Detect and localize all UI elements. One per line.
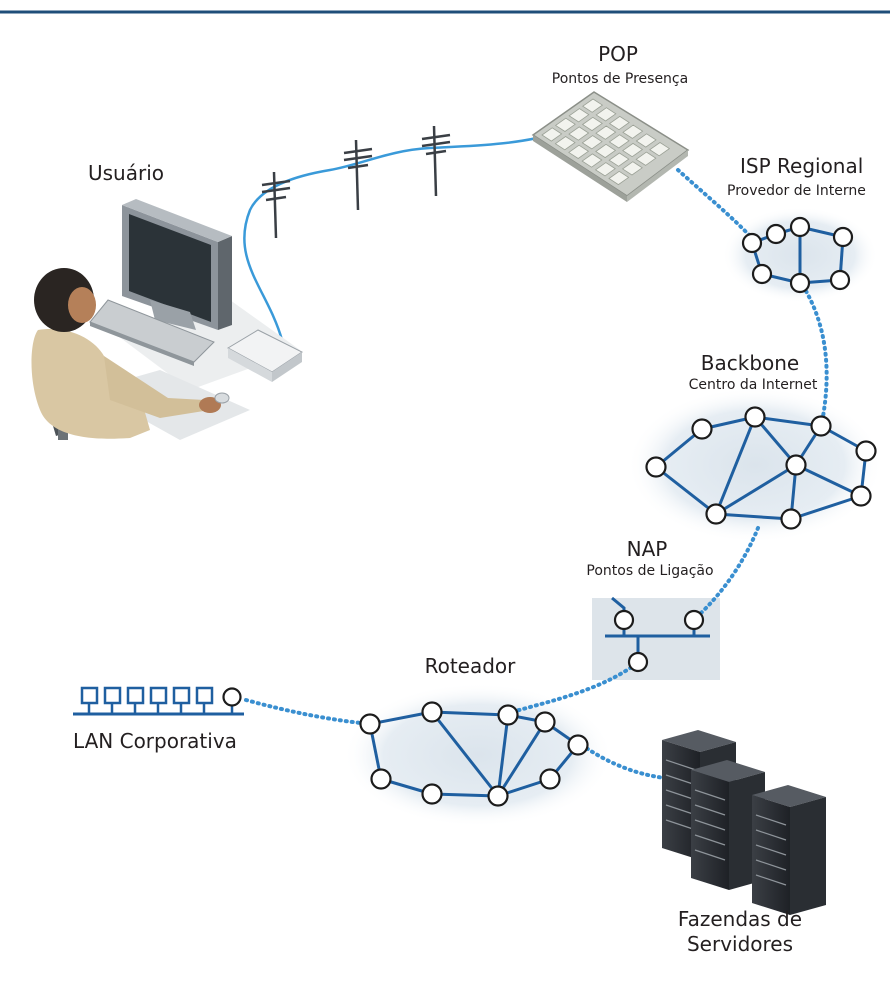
utility-pole-icon	[261, 171, 291, 239]
backbone-node	[780, 508, 802, 530]
router-node	[421, 783, 443, 805]
fazendas-line2: Servidores	[686, 932, 794, 956]
isp-node	[751, 263, 773, 285]
pop-panel-cell	[595, 143, 617, 159]
router-nodes	[359, 701, 589, 807]
nap-subtitle: Pontos de Ligação	[586, 563, 714, 579]
pop-panel-cell	[581, 153, 603, 168]
backbone-node	[785, 454, 807, 476]
pop-panel-cell	[582, 98, 604, 113]
router-node	[359, 713, 381, 735]
link-isp-backbone	[801, 284, 829, 424]
utility-pole-icon	[421, 125, 451, 197]
pop-panel-cell	[581, 135, 603, 150]
nap-node	[627, 651, 649, 673]
pop-panel-cell	[622, 124, 644, 139]
isp-node	[765, 223, 787, 245]
nap-title: NAP	[626, 537, 668, 561]
backbone-node	[691, 418, 713, 440]
user-at-computer-illustration	[31, 199, 303, 440]
utility-pole-icon	[343, 139, 373, 211]
nap-network	[605, 596, 710, 654]
isp-nodes	[741, 216, 854, 294]
link-pop-isp	[676, 168, 754, 240]
link-router-lan	[244, 698, 372, 726]
phone-cable	[243, 130, 561, 341]
router-cloud	[343, 683, 613, 827]
pop-panel-cell	[568, 126, 590, 141]
isp-subtitle: Provedor de Interne	[727, 183, 866, 199]
server-rack-icon	[752, 785, 826, 915]
backbone-node	[645, 456, 667, 478]
router-node	[539, 768, 561, 790]
pop-panel-cell	[581, 116, 603, 132]
pop-panel-cell	[554, 117, 576, 132]
pop-panel-cell	[635, 133, 657, 148]
router-node	[534, 711, 556, 733]
backbone-node	[744, 406, 766, 428]
usuario-label: Usuário	[88, 161, 165, 185]
link-router-servers	[580, 743, 667, 780]
pop-panel-cell	[608, 134, 630, 149]
router-node	[421, 701, 443, 723]
router-node	[487, 785, 509, 807]
link-backbone-nap	[698, 526, 760, 616]
pop-panel-cell	[608, 115, 630, 131]
backbone-subtitle: Centro da Internet	[688, 377, 818, 393]
pop-panel-cell	[541, 127, 563, 142]
isp-node	[741, 232, 763, 254]
pop-panel-cell	[649, 142, 671, 157]
backbone-node	[810, 415, 832, 437]
backbone-title: Backbone	[700, 351, 800, 375]
dotted-links	[244, 168, 829, 780]
nap-box	[592, 598, 720, 680]
nap-node	[613, 609, 635, 631]
lan-hub-icon	[73, 686, 244, 716]
pop-panel-icon	[531, 91, 690, 202]
pop-panel-cell	[568, 108, 590, 123]
pop-panel-cell	[568, 144, 590, 159]
pop-title: POP	[598, 42, 638, 66]
backbone-nodes	[645, 406, 877, 530]
fazendas-line1: Fazendas de	[677, 907, 803, 931]
isp-node	[789, 216, 811, 238]
pop-panel-cell	[608, 152, 630, 167]
pop-panel-cell	[635, 151, 657, 166]
router-node	[497, 704, 519, 726]
lan-label: LAN Corporativa	[73, 729, 237, 753]
isp-node	[789, 272, 811, 294]
pop-panel-cell	[594, 162, 616, 177]
isp-node	[829, 269, 851, 291]
isp-title: ISP Regional	[740, 154, 864, 178]
pop-panel-cell	[595, 125, 617, 140]
pop-panel-cell	[622, 142, 644, 158]
pop-panel-cell	[621, 161, 643, 176]
backbone-node	[705, 503, 727, 525]
backbone-node	[850, 485, 872, 507]
nap-nodes	[613, 609, 705, 673]
router-node	[370, 768, 392, 790]
pop-panel-cell	[608, 170, 630, 186]
isp-node	[832, 226, 854, 248]
pop-panel-cell	[595, 107, 617, 122]
link-nap-router	[510, 662, 638, 714]
roteador-label: Roteador	[424, 654, 516, 678]
nap-node	[683, 609, 705, 631]
backbone-node	[855, 440, 877, 462]
pop-subtitle: Pontos de Presença	[551, 71, 689, 87]
pop-panel-cell	[554, 136, 576, 151]
router-node	[567, 734, 589, 756]
